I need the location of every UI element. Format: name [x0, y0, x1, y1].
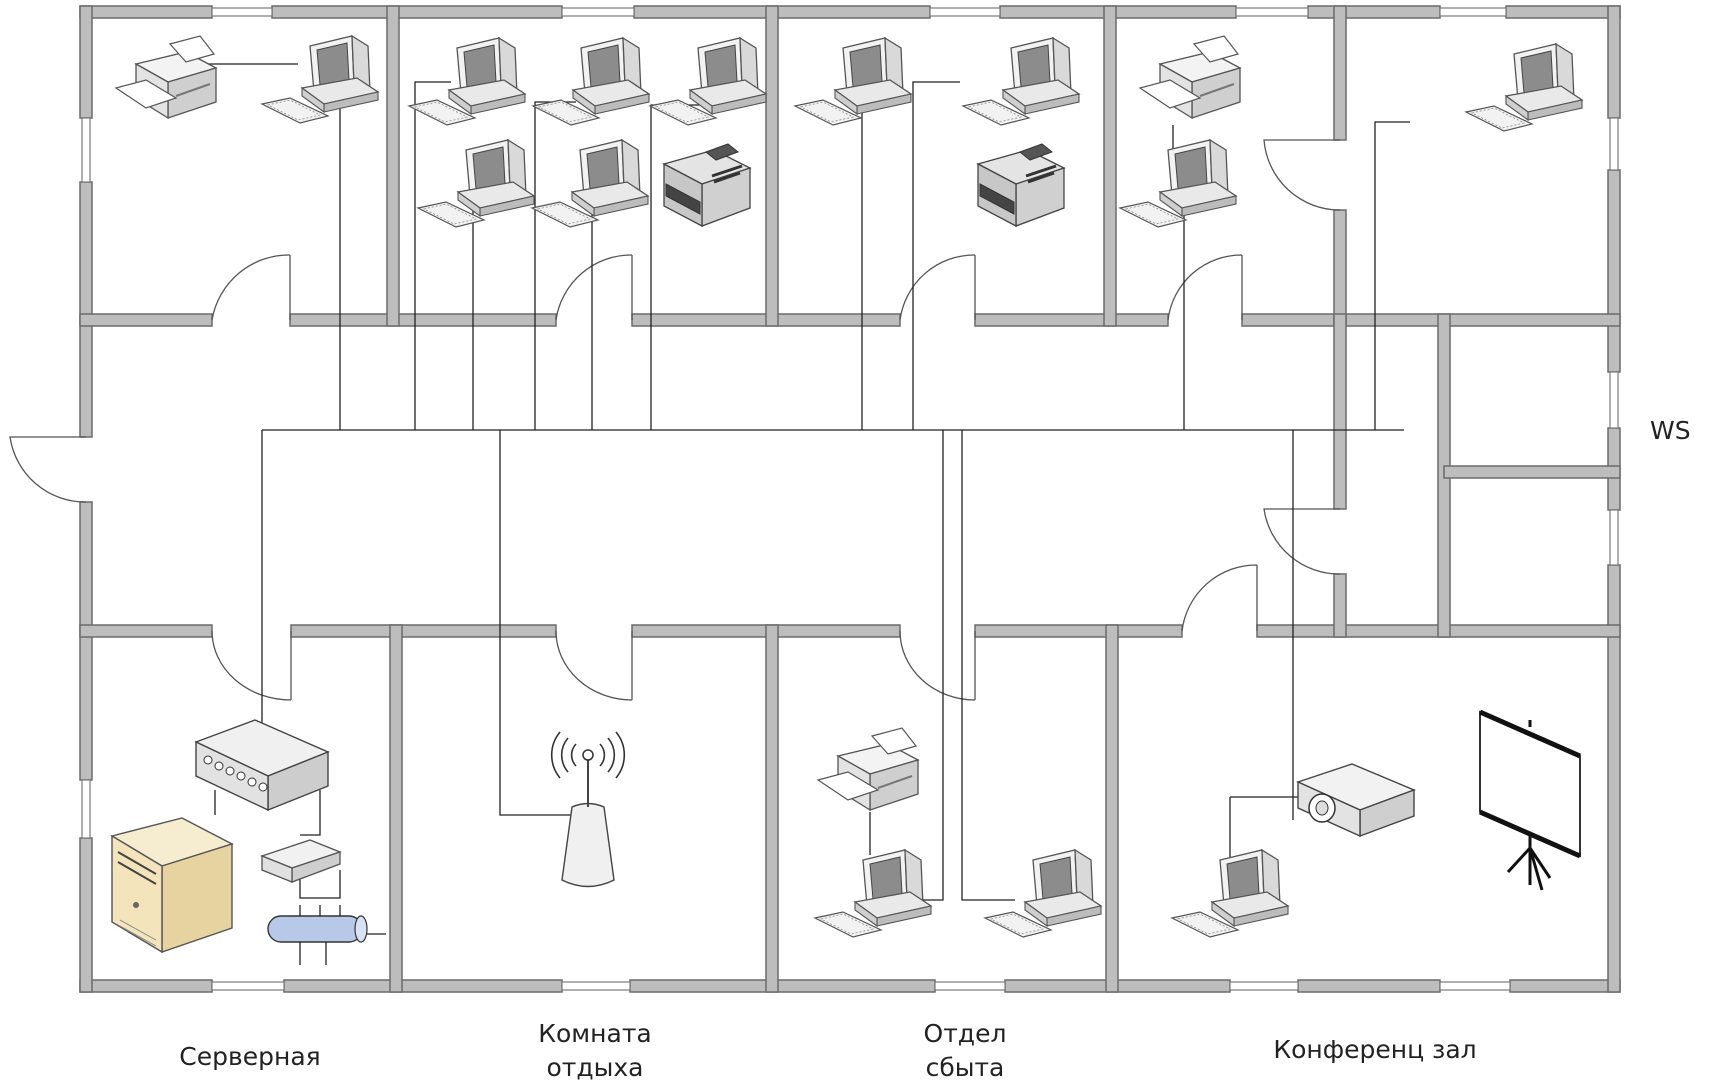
wall-segment [974, 624, 1183, 638]
computer-icon [984, 849, 1102, 938]
door-entrance [9, 436, 87, 503]
wall-segment [1297, 979, 1441, 993]
printer-icon [115, 35, 217, 119]
laser-printer-icon [662, 142, 752, 228]
computer-icon [417, 139, 535, 228]
wall-segment [1333, 573, 1347, 638]
doors [9, 139, 1341, 701]
door-server-room-bottom [211, 630, 292, 701]
modem-icon [260, 839, 342, 883]
computer-icon [532, 37, 650, 126]
wall-segment [79, 5, 93, 119]
wall-segment [1509, 979, 1621, 993]
wall-segment [1333, 209, 1347, 327]
printer-icon [1139, 35, 1241, 119]
wall-segment [79, 624, 213, 638]
printer-icon [817, 727, 919, 811]
computer-icon [1465, 43, 1583, 132]
window [929, 7, 1001, 17]
door-office-2 [555, 254, 633, 321]
laser-printer-icon [976, 142, 1066, 228]
wall-segment [1607, 169, 1621, 373]
window [1229, 981, 1299, 991]
door-office-3 [899, 254, 976, 321]
projection-screen-icon [1478, 709, 1582, 891]
computer-icon [794, 37, 912, 126]
window [81, 779, 91, 839]
wall-segment [1607, 5, 1621, 119]
wall-segment [1333, 313, 1347, 510]
wall-segment [1307, 5, 1441, 19]
door-corridor-upper-right [1263, 139, 1341, 211]
wall-segment [79, 5, 213, 19]
computer-icon [649, 37, 767, 126]
window [1439, 7, 1507, 17]
label-sales-dept: Отдел сбыта [923, 1019, 1007, 1082]
computer-icon [261, 35, 379, 124]
wall-segment [974, 313, 1169, 327]
window [1235, 7, 1309, 17]
wall-segment [79, 979, 213, 993]
wall-segment [289, 313, 557, 327]
server-icon [110, 817, 234, 954]
wall-segment [386, 5, 400, 327]
wall-segment [283, 979, 563, 993]
wall-segment [1333, 5, 1347, 141]
window [561, 7, 635, 17]
door-rest-room [555, 630, 633, 701]
window [934, 981, 1006, 991]
patch-panel-icon [267, 905, 368, 965]
wall-segment [765, 624, 779, 993]
label-server-room: Серверная [179, 1042, 321, 1071]
wall-segment [79, 313, 213, 327]
door-sales [899, 630, 976, 701]
window [1439, 981, 1511, 991]
wall-segment [1443, 465, 1621, 479]
wall-segment [999, 5, 1237, 19]
window [561, 981, 631, 991]
devices [110, 35, 1583, 965]
projector-icon [1296, 763, 1416, 838]
computer-icon [814, 849, 932, 938]
wall-segment [1105, 624, 1119, 993]
window [1609, 117, 1619, 171]
wall-segment [389, 624, 403, 993]
wall-segment [765, 5, 779, 327]
computer-icon [962, 37, 1080, 126]
windows [81, 7, 1619, 991]
computer-icon [531, 139, 649, 228]
computer-icon [1171, 849, 1289, 938]
window [211, 981, 285, 991]
label-ws: WS [1650, 416, 1691, 445]
door-office-4 [1167, 254, 1243, 321]
wifi-access-point-icon [550, 731, 626, 888]
wall-segment [1103, 5, 1117, 327]
label-conference: Конференц зал [1273, 1035, 1477, 1064]
wall-segment [633, 5, 931, 19]
wall-segment [79, 837, 93, 993]
window [81, 117, 91, 183]
window [1609, 371, 1619, 429]
label-rest-room: Комната отдыха [538, 1019, 652, 1082]
door-server-room-top [211, 254, 291, 321]
wall-segment [290, 624, 557, 638]
window [211, 7, 273, 17]
switch-icon [194, 719, 330, 812]
wall-segment [1505, 5, 1621, 19]
network-cables [175, 63, 1410, 935]
wall-segment [1241, 313, 1621, 327]
wall-segment [79, 501, 93, 781]
computer-icon [1119, 139, 1237, 228]
door-conference [1181, 564, 1258, 632]
window [1609, 509, 1619, 566]
wall-segment [271, 5, 563, 19]
wall-segment [79, 181, 93, 438]
door-corridor-lower-right [1263, 508, 1341, 575]
wall-segment [629, 979, 936, 993]
